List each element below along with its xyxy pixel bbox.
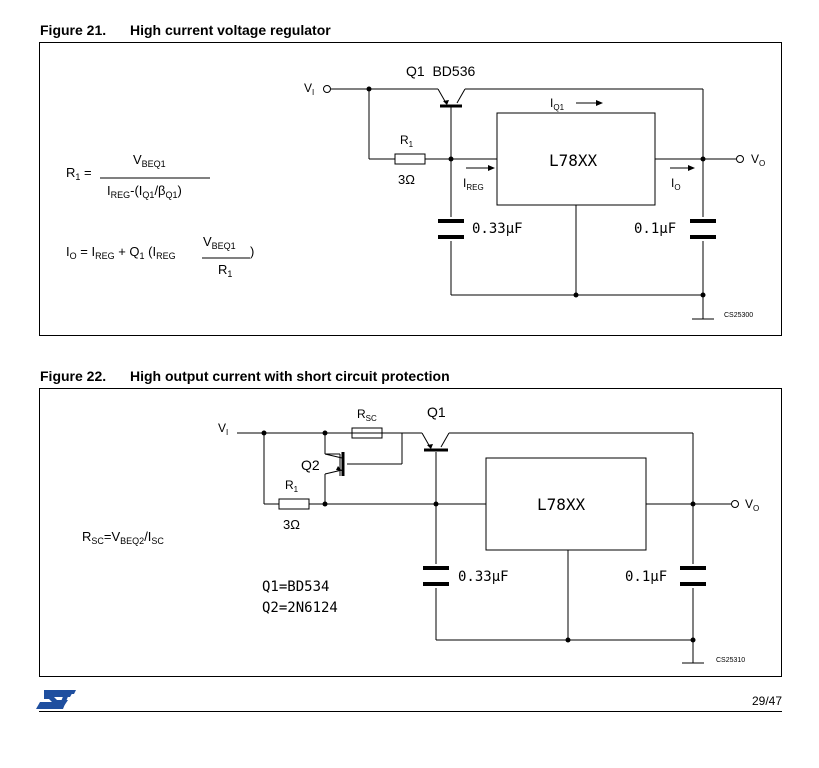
- fig21-r1-resistor: [394, 153, 426, 165]
- fig22-r1-resistor: [278, 498, 310, 510]
- fig22-q1-label: Q1: [427, 404, 446, 420]
- fig22-cap-out: [680, 566, 706, 586]
- fig22-rsc-resistor: [351, 427, 383, 439]
- fig21-cap-in-label: 0.33μF: [472, 221, 523, 237]
- fig21-wires: [331, 88, 736, 320]
- fig22-r1-value: 3Ω: [283, 517, 300, 532]
- figure-21-frame: [39, 42, 782, 336]
- fig21-eq1-numerator: VBEQ1: [133, 152, 166, 169]
- fig21-junction-dots: [366, 86, 706, 298]
- fig22-vi-label: VI: [218, 421, 228, 437]
- fig22-q1-part: Q1=BD534: [262, 579, 329, 595]
- figure-22-number: Figure 22.: [40, 368, 107, 384]
- fig21-cap-in: [438, 219, 464, 239]
- fig22-junction-dots: [261, 430, 696, 643]
- fig21-r1-value: 3Ω: [398, 172, 415, 187]
- fig21-iq1-label: IQ1: [550, 96, 565, 112]
- fig21-current-arrows: [466, 102, 688, 169]
- footer-rule: [39, 711, 782, 712]
- fig22-cap-in-label: 0.33μF: [458, 569, 509, 585]
- fig22-arrowheads: [336, 444, 433, 471]
- fig22-cap-out-label: 0.1μF: [625, 569, 667, 585]
- fig21-regulator-box: [496, 112, 656, 206]
- fig21-cap-out-label: 0.1μF: [634, 221, 676, 237]
- figure-22-title: Figure 22. High output current with short…: [40, 368, 450, 384]
- fig22-vo-terminal: [731, 500, 739, 508]
- fig21-regulator-label: L78XX: [549, 151, 598, 170]
- figure-21-caption: High current voltage regulator: [130, 22, 331, 38]
- page-number: 29/47: [751, 694, 782, 708]
- fig22-equation: RSC=VBEQ2/ISC: [82, 529, 164, 546]
- fig21-eq1-lhs: R1 =: [66, 165, 92, 182]
- fig22-cap-in: [423, 566, 449, 586]
- fig21-eq2-numerator: VBEQ1: [203, 234, 236, 251]
- figure-21-number: Figure 21.: [40, 22, 107, 38]
- fig21-code: CS25300: [724, 312, 753, 319]
- fig21-eq2-left: IO = IREG + Q1 (IREG: [66, 244, 176, 261]
- fig21-vo-label: VO: [751, 152, 765, 168]
- fig21-eq2-denominator: R1: [218, 262, 232, 279]
- fig22-rsc-label: RSC: [357, 407, 377, 423]
- fig22-q1-transistor: [421, 432, 450, 452]
- figure-22-caption: High output current with short circuit p…: [130, 368, 450, 384]
- fig22-q2-label: Q2: [301, 457, 320, 473]
- fig22-vo-label: VO: [745, 497, 759, 513]
- fig21-arrowheads: [443, 100, 695, 171]
- fig21-r1-label: R1: [400, 133, 414, 149]
- fig21-eq2-close: ): [250, 244, 254, 259]
- fig21-vi-terminal: [323, 85, 331, 93]
- fig21-cap-out: [690, 219, 716, 239]
- fig22-q2-part: Q2=2N6124: [262, 600, 338, 616]
- fig21-eq1-denominator: IREG-(IQ1/βQ1): [107, 183, 182, 200]
- fig22-regulator-label: L78XX: [537, 495, 586, 514]
- figure-22-frame: [39, 388, 782, 677]
- figure-21-title: Figure 21. High current voltage regulator: [40, 22, 331, 38]
- fig21-q1-label: Q1 BD536: [406, 63, 475, 79]
- st-logo-icon: [36, 690, 76, 709]
- fig22-regulator-box: [485, 457, 647, 551]
- fig21-ireg-label: IREG: [463, 176, 484, 192]
- fig21-vi-label: VI: [304, 81, 314, 97]
- fig21-io-label: IO: [671, 176, 681, 192]
- fig22-q2-transistor: [324, 452, 345, 476]
- fig21-vo-terminal: [736, 155, 744, 163]
- fig21-q1-transistor: [437, 88, 466, 108]
- fig22-r1-label: R1: [285, 478, 299, 494]
- fig22-code: CS25310: [716, 657, 745, 664]
